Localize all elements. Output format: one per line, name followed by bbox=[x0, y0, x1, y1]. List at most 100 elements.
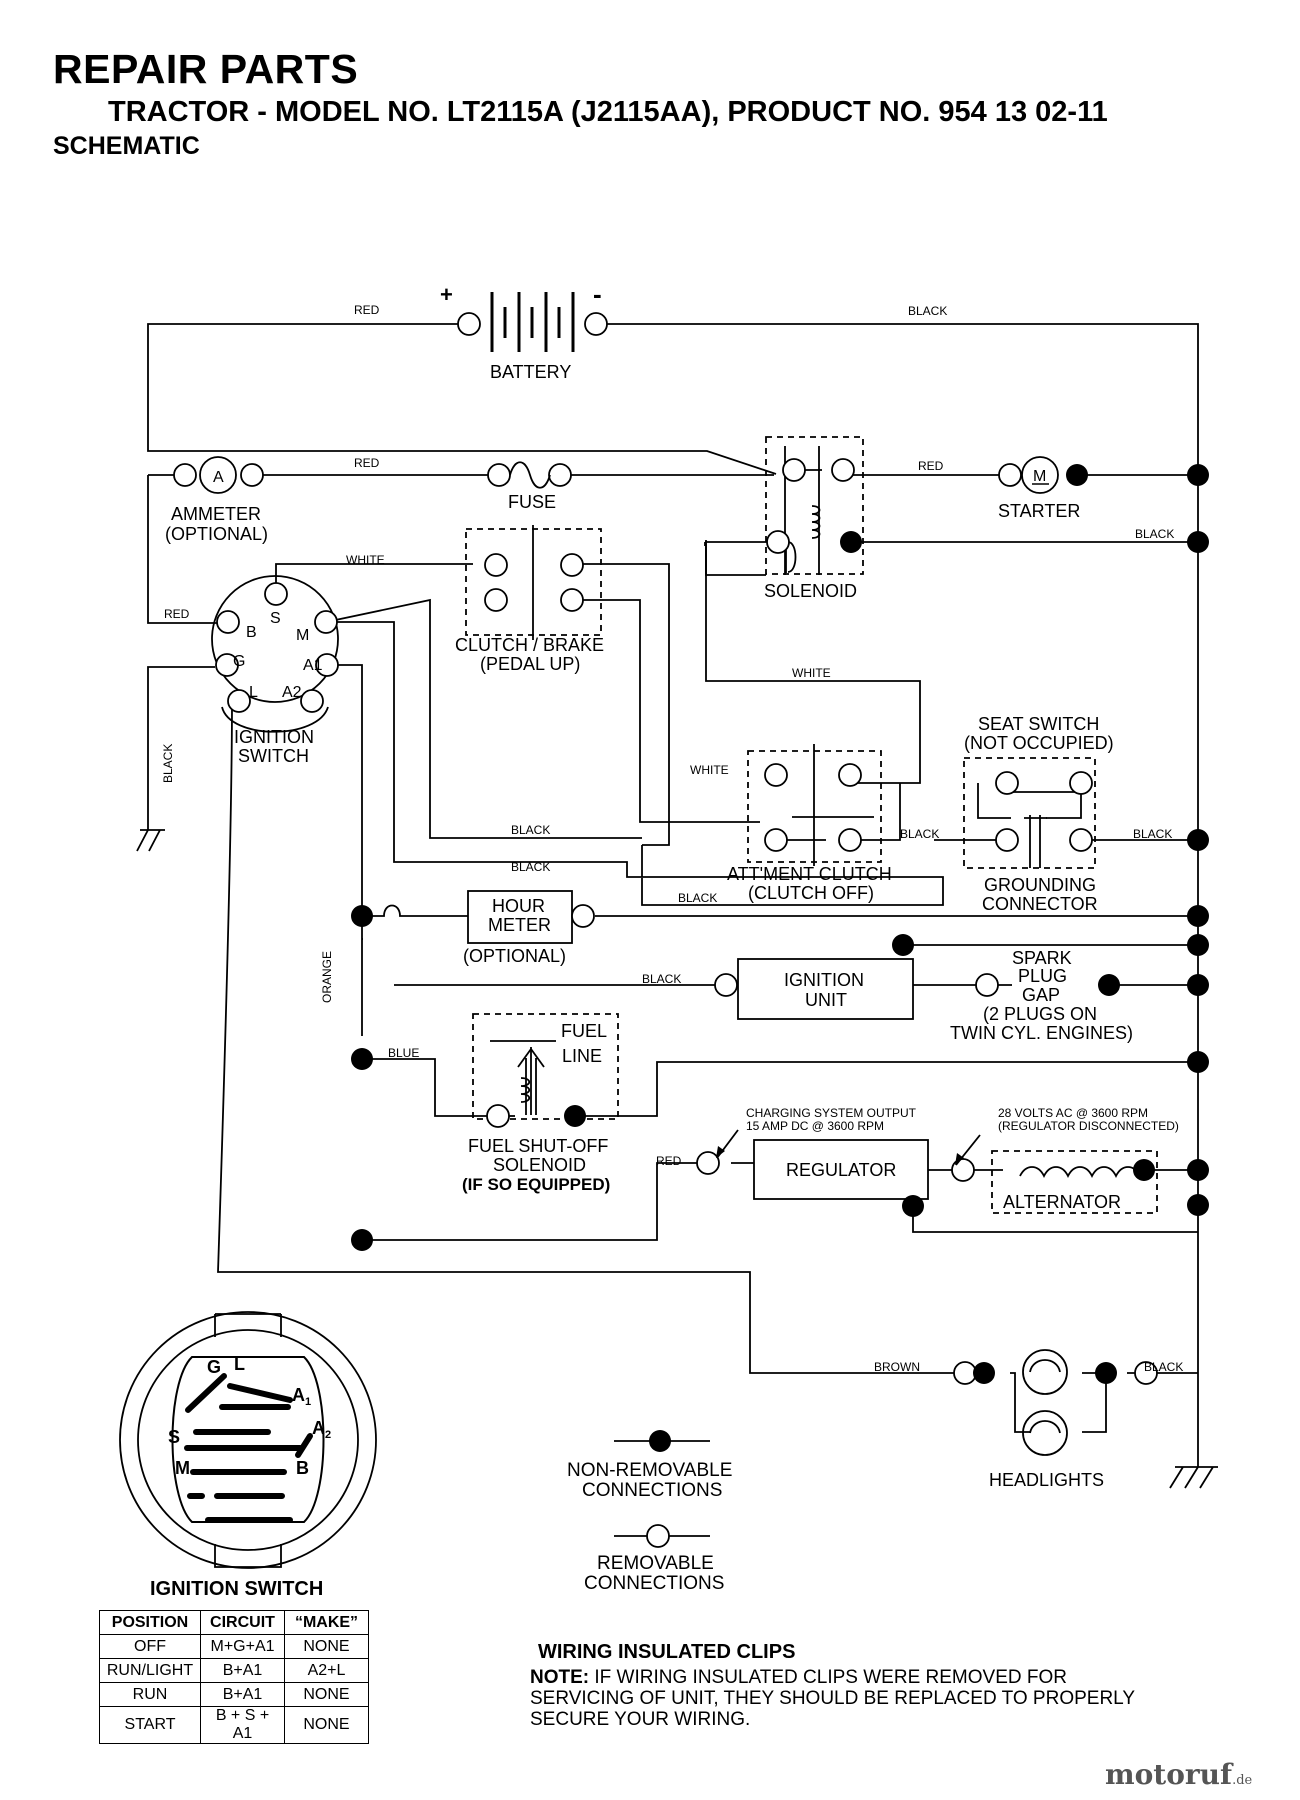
clutch-brake-label: (PEDAL UP) bbox=[480, 654, 580, 674]
table-cell: A2+L bbox=[284, 1658, 369, 1683]
switch-face-outer bbox=[119, 1311, 377, 1569]
wire-label: RED bbox=[354, 456, 380, 470]
switch-face-a2-sub: 2 bbox=[325, 1429, 331, 1441]
fuse-label: FUSE bbox=[508, 492, 556, 512]
wire-white-ignition bbox=[275, 563, 473, 593]
table-cell: B + S + A1 bbox=[200, 1706, 285, 1744]
wire-label: WHITE bbox=[792, 666, 831, 680]
ignition-switch-body bbox=[211, 575, 339, 703]
wire-label: BLACK bbox=[908, 304, 947, 318]
seat-switch-label: (NOT OCCUPIED) bbox=[964, 733, 1114, 753]
ignition-switch-table: POSITION CIRCUIT “MAKE” OFF M+G+A1 NONE … bbox=[99, 1610, 369, 1744]
alternator-box bbox=[991, 1150, 1158, 1214]
wire-label: RED bbox=[656, 1154, 682, 1168]
ammeter-symbol bbox=[199, 456, 237, 494]
battery-label: BATTERY bbox=[490, 362, 571, 382]
wire-label: BLACK bbox=[1135, 527, 1174, 541]
fuel-line-label: LINE bbox=[562, 1046, 602, 1066]
hour-meter-label: HOUR bbox=[492, 896, 545, 916]
wire-label: WHITE bbox=[346, 553, 385, 567]
switch-face-b: B bbox=[296, 1458, 309, 1478]
spark-plug-label: PLUG bbox=[1018, 966, 1067, 986]
wire-label: BLACK bbox=[1133, 827, 1172, 841]
watermark-logo: motoruf.de bbox=[1105, 1758, 1252, 1791]
ground-symbol-left bbox=[136, 666, 215, 852]
table-cell: M+G+A1 bbox=[200, 1634, 285, 1659]
table-cell: OFF bbox=[99, 1634, 201, 1659]
wire-red-regulator bbox=[362, 1162, 708, 1241]
wire-label: RED bbox=[918, 459, 944, 473]
wire-label: BLACK bbox=[511, 823, 550, 837]
wire-label: RED bbox=[164, 607, 190, 621]
solenoid-label: SOLENOID bbox=[764, 581, 857, 601]
starter-symbol-label: M bbox=[1033, 468, 1046, 485]
legend-nonremovable: CONNECTIONS bbox=[582, 1480, 722, 1501]
spark-plug-label: GAP bbox=[1022, 985, 1060, 1005]
starter-label: STARTER bbox=[998, 501, 1080, 521]
ammeter-symbol-label: A bbox=[213, 469, 224, 486]
switch-face-m: M bbox=[175, 1458, 190, 1478]
wire-label: BLUE bbox=[388, 1046, 419, 1060]
note-text: IF WIRING INSULATED CLIPS WERE REMOVED F… bbox=[530, 1667, 1135, 1730]
wire-label: WHITE bbox=[690, 763, 729, 777]
spark-plug-label: TWIN CYL. ENGINES) bbox=[950, 1023, 1133, 1043]
wire-label: BLACK bbox=[1144, 1360, 1183, 1374]
legend-removable: CONNECTIONS bbox=[584, 1573, 724, 1594]
battery-minus: - bbox=[593, 279, 602, 309]
switch-face-s: S bbox=[168, 1427, 180, 1447]
fuel-solenoid-box bbox=[472, 1013, 619, 1120]
table-row: START B + S + A1 NONE bbox=[99, 1706, 369, 1744]
wire-label: BLACK bbox=[900, 827, 939, 841]
fuel-solenoid-label: (IF SO EQUIPPED) bbox=[462, 1175, 610, 1194]
wire-white-solenoid bbox=[705, 541, 921, 784]
switch-face-a1-sub: 1 bbox=[305, 1396, 311, 1408]
switch-face-a1: A bbox=[292, 1385, 305, 1405]
solenoid-box bbox=[765, 436, 864, 575]
hour-meter-label: (OPTIONAL) bbox=[463, 946, 566, 966]
hour-meter-label: METER bbox=[488, 915, 551, 935]
attment-clutch-label: ATT'MENT CLUTCH bbox=[727, 864, 892, 884]
column-header: “MAKE” bbox=[284, 1610, 369, 1635]
seat-switch-label: SEAT SWITCH bbox=[978, 714, 1099, 734]
table-row: RUN/LIGHT B+A1 A2+L bbox=[99, 1658, 369, 1683]
fuel-solenoid-label: FUEL SHUT-OFF bbox=[468, 1136, 608, 1156]
table-cell: B+A1 bbox=[200, 1682, 285, 1707]
fuse-symbol bbox=[509, 461, 551, 489]
ignition-table-title: IGNITION SWITCH bbox=[150, 1578, 323, 1600]
grounding-label: GROUNDING bbox=[984, 875, 1096, 895]
battery-plus: + bbox=[440, 282, 453, 307]
switch-face-a2: A bbox=[312, 1418, 325, 1438]
terminal-s: S bbox=[270, 610, 281, 627]
watermark-main: motoruf bbox=[1105, 1758, 1233, 1791]
legend-nonremovable: NON-REMOVABLE bbox=[567, 1460, 732, 1481]
table-cell: B+A1 bbox=[200, 1658, 285, 1683]
column-header: POSITION bbox=[99, 1610, 201, 1635]
section-title: SCHEMATIC bbox=[53, 132, 200, 160]
terminal-l: L bbox=[249, 684, 258, 701]
clips-note: NOTE: IF WIRING INSULATED CLIPS WERE REM… bbox=[530, 1667, 1150, 1730]
wire-red-ammeter bbox=[147, 475, 227, 624]
table-cell: START bbox=[99, 1706, 201, 1744]
spark-plug-label: SPARK bbox=[1012, 948, 1072, 968]
ignition-unit-label: UNIT bbox=[805, 990, 847, 1010]
terminal-g: G bbox=[233, 653, 245, 670]
wire-red-battery bbox=[147, 323, 777, 475]
table-cell: NONE bbox=[284, 1634, 369, 1659]
ammeter-label: (OPTIONAL) bbox=[165, 524, 268, 544]
ammeter-label: AMMETER bbox=[171, 504, 261, 524]
column-header: CIRCUIT bbox=[200, 1610, 285, 1635]
page-title: REPAIR PARTS bbox=[53, 46, 359, 92]
terminal-b: B bbox=[246, 624, 257, 641]
table-cell: NONE bbox=[284, 1682, 369, 1707]
clutch-brake-label: CLUTCH / BRAKE bbox=[455, 635, 604, 655]
alternator-label: ALTERNATOR bbox=[1003, 1192, 1121, 1212]
headlights-label: HEADLIGHTS bbox=[989, 1470, 1104, 1490]
spark-plug-label: (2 PLUGS ON bbox=[983, 1004, 1097, 1024]
wire-black-m bbox=[327, 621, 944, 906]
wire-label: BLACK bbox=[678, 891, 717, 905]
ignition-switch-label: SWITCH bbox=[238, 746, 309, 766]
wire-label: RED bbox=[354, 303, 380, 317]
clips-title: WIRING INSULATED CLIPS bbox=[538, 1641, 796, 1663]
page-subtitle: TRACTOR - MODEL NO. LT2115A (J2115AA), P… bbox=[108, 96, 1108, 128]
